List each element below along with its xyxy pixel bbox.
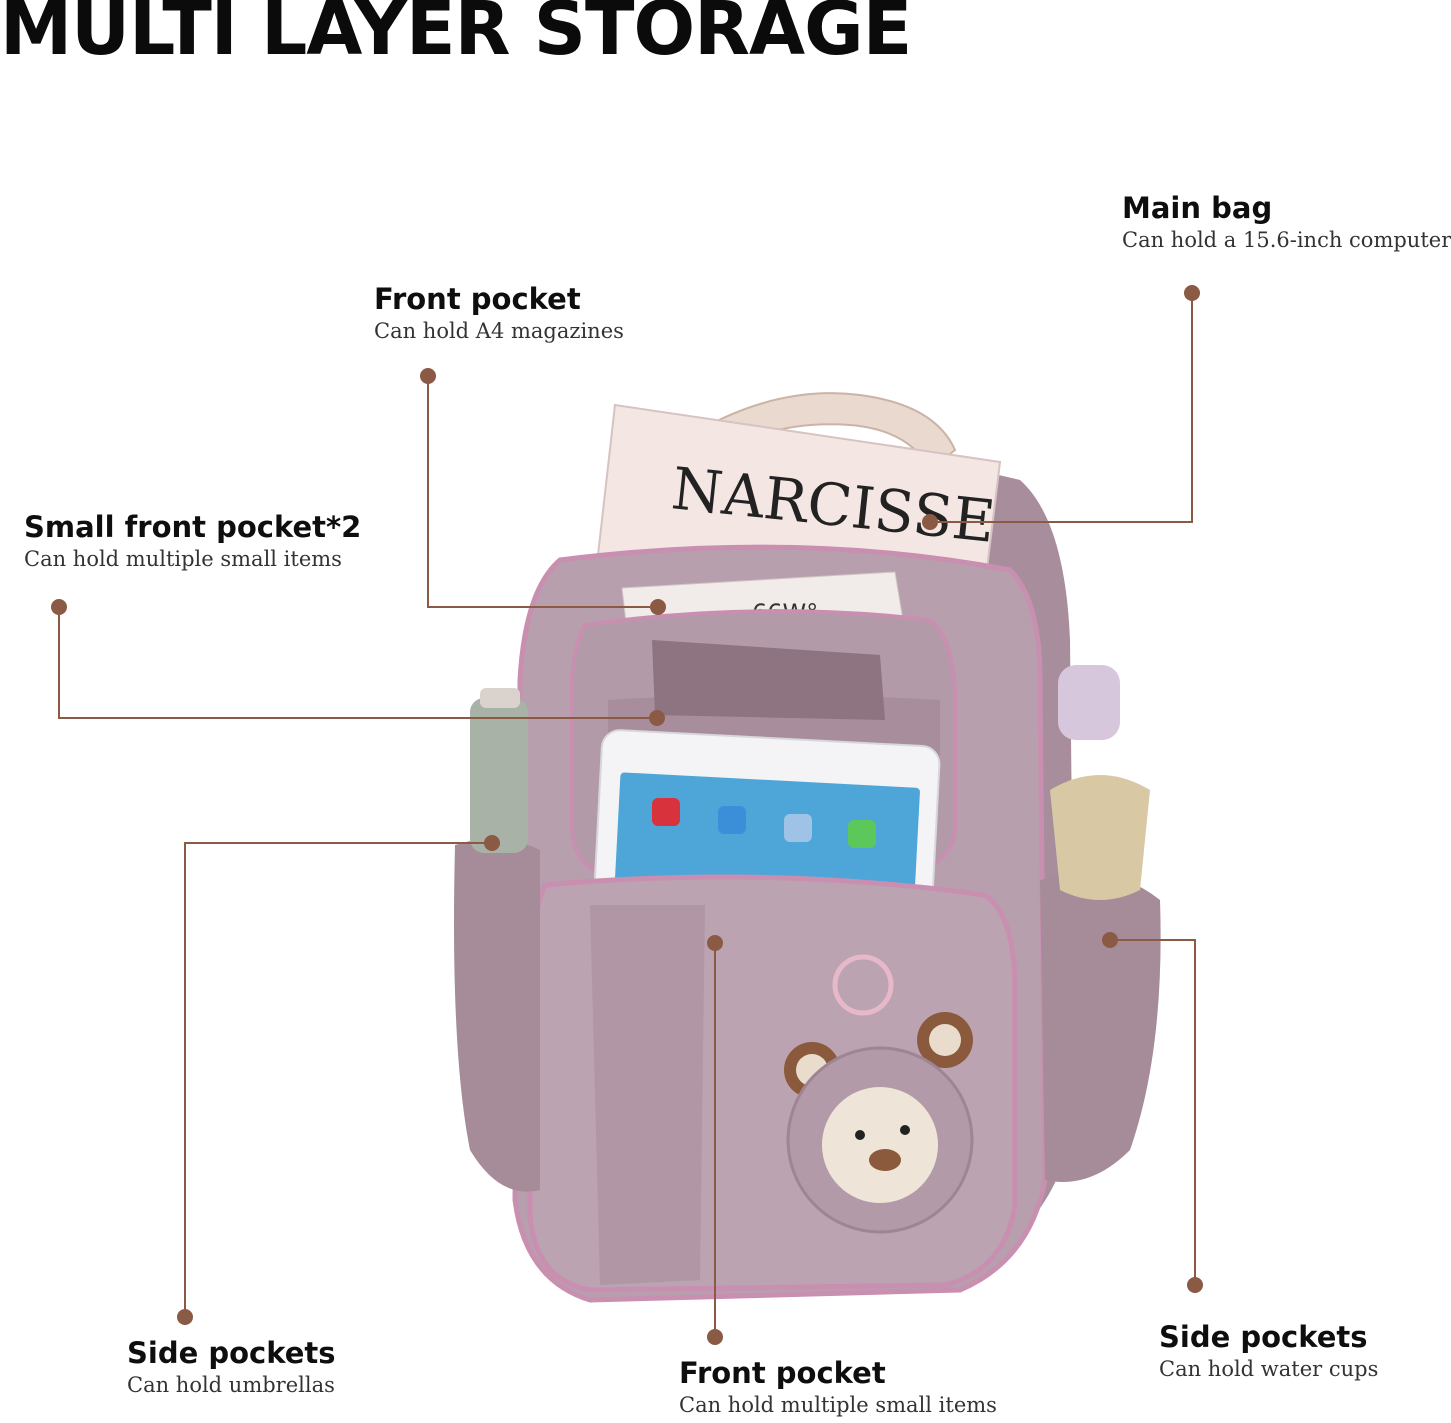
tablet	[593, 729, 941, 922]
leader-main-bag	[930, 293, 1193, 523]
dot	[420, 368, 436, 384]
leader-dots	[51, 285, 1203, 1345]
dot	[649, 710, 665, 726]
callout-desc: Can hold a 15.6-inch computer	[1122, 228, 1451, 252]
callout-desc: Can hold water cups	[1159, 1357, 1379, 1381]
callout-title: Side pockets	[127, 1336, 336, 1370]
dot	[707, 935, 723, 951]
dot	[650, 599, 666, 615]
dot	[51, 599, 67, 615]
callout-main-bag: Main bag Can hold a 15.6-inch computer	[1122, 191, 1451, 254]
callout-title: Side pockets	[1159, 1320, 1368, 1354]
dot	[707, 1329, 723, 1345]
leader-lines	[58, 293, 1196, 1337]
callout-title: Main bag	[1122, 191, 1273, 225]
backpack: NARCISSE 66W°	[454, 392, 1161, 1303]
callout-title: Small front pocket*2	[24, 510, 362, 544]
callout-small-front-pocket: Small front pocket*2 Can hold multiple s…	[24, 510, 361, 573]
callout-front-pocket-bottom: Front pocket Can hold multiple small ite…	[679, 1356, 997, 1419]
leader-side-right	[1110, 939, 1196, 1285]
leader-small-front	[58, 607, 657, 719]
callout-desc: Can hold multiple small items	[679, 1393, 997, 1417]
dot	[177, 1309, 193, 1325]
callout-title: Front pocket	[374, 282, 581, 316]
page-headline: MULTI LAYER STORAGE	[0, 0, 912, 72]
leader-front-pocket-top	[427, 376, 658, 608]
callout-title: Front pocket	[679, 1356, 886, 1390]
callout-side-pockets-left: Side pockets Can hold umbrellas	[127, 1336, 336, 1399]
magazine: NARCISSE	[596, 403, 1002, 587]
bear-coin-purse	[784, 954, 974, 1234]
dot	[922, 514, 938, 530]
dot	[1102, 932, 1118, 948]
dot	[1187, 1277, 1203, 1293]
callout-side-pockets-right: Side pockets Can hold water cups	[1159, 1320, 1378, 1383]
callout-desc: Can hold A4 magazines	[374, 319, 624, 343]
callout-front-pocket-top: Front pocket Can hold A4 magazines	[374, 282, 624, 345]
callout-desc: Can hold umbrellas	[127, 1373, 335, 1397]
dot	[1184, 285, 1200, 301]
dot	[484, 835, 500, 851]
callout-desc: Can hold multiple small items	[24, 547, 342, 571]
leader-side-left	[184, 842, 492, 1317]
